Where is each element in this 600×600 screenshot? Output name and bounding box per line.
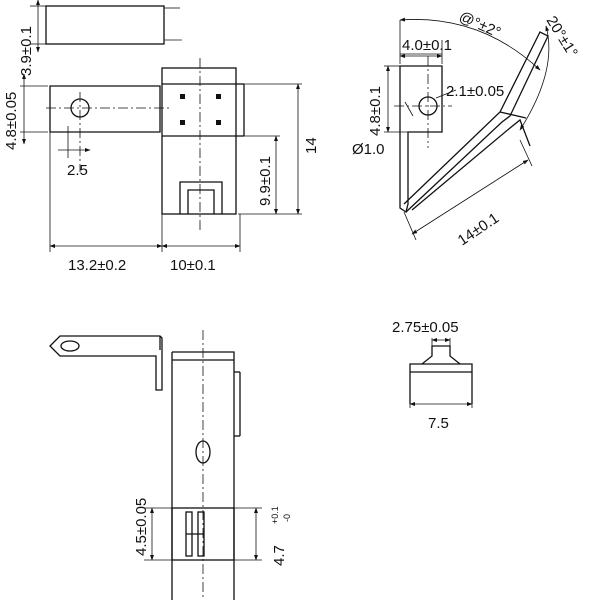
dim-lower-height: 9.9±0.1 [257,156,274,206]
dim-tab-height: 4.8±0.05 [3,92,20,150]
front-view: 4.5±0.05 4.7 +0.1 -0 [49,330,292,600]
side-view: @°±2° 20°±1° 4.0±0.1 2.1±0.05 4.8±0.1 Ø1… [352,8,581,249]
dim-pin-dia: Ø1.0 [352,141,385,158]
front-tab-outline [49,335,163,391]
side-tab-outline [399,65,443,214]
dim-thickness: 3.9±0.1 [18,26,35,76]
dim-tab-length: 13.2±0.2 [68,257,126,274]
top-view: 3.9±0.1 4.8±0.05 2.5 13.2±0.2 10±0.1 9.9… [3,0,320,274]
dim-slot-width: 4.7 [271,545,288,566]
dim-slot-height: 4.5±0.05 [133,498,150,556]
dim-hole-dia: 2.1±0.05 [446,83,504,100]
dim-angle-a: @°±2° [456,8,503,41]
dim-slot-width-tol-lower: -0 [282,514,292,522]
dim-body-length: 10±0.1 [170,257,216,274]
dim-slant-length: 14±0.1 [455,210,502,250]
section-view: 2.75±0.05 7.5 [392,319,473,432]
dim-section-outer: 7.5 [428,415,449,432]
dim-side-tab-height: 4.8±0.1 [367,86,384,136]
dim-section-inner: 2.75±0.05 [392,319,459,336]
section-outline [409,345,473,404]
top-thickness-outline [45,5,165,45]
tab-outline [49,85,161,133]
dim-hole-offset: 2.5 [67,162,88,179]
dim-side-tab-width: 4.0±0.1 [402,37,452,54]
body-slot [179,181,223,214]
dim-total-height: 14 [303,137,320,154]
body-outline [161,67,237,215]
side-body-outline [403,31,549,213]
dim-slot-width-tol-upper: +0.1 [270,506,280,524]
